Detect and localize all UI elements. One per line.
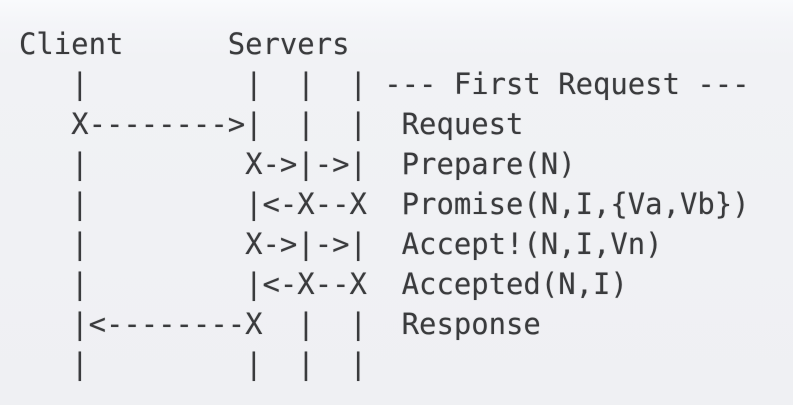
paxos-ascii-sequence-diagram: Client Servers | | | | --- First Request… xyxy=(19,27,750,381)
diagram-line-request: X-------->| | | Request xyxy=(19,107,524,141)
diagram-line-accepted: | |<-X--X Accepted(N,I) xyxy=(19,267,628,301)
diagram-line-prepare: | X->|->| Prepare(N) xyxy=(19,147,576,181)
diagram-line-accept: | X->|->| Accept!(N,I,Vn) xyxy=(19,227,663,261)
diagram-line-lifelines-end: | | | | xyxy=(19,347,367,381)
diagram-line-phase-first-request: | | | | --- First Request --- xyxy=(19,67,750,101)
diagram-line-response: |<--------X | | Response xyxy=(19,307,541,341)
diagram-header-line: Client Servers xyxy=(19,27,350,61)
diagram-line-promise: | |<-X--X Promise(N,I,{Va,Vb}) xyxy=(19,187,750,221)
